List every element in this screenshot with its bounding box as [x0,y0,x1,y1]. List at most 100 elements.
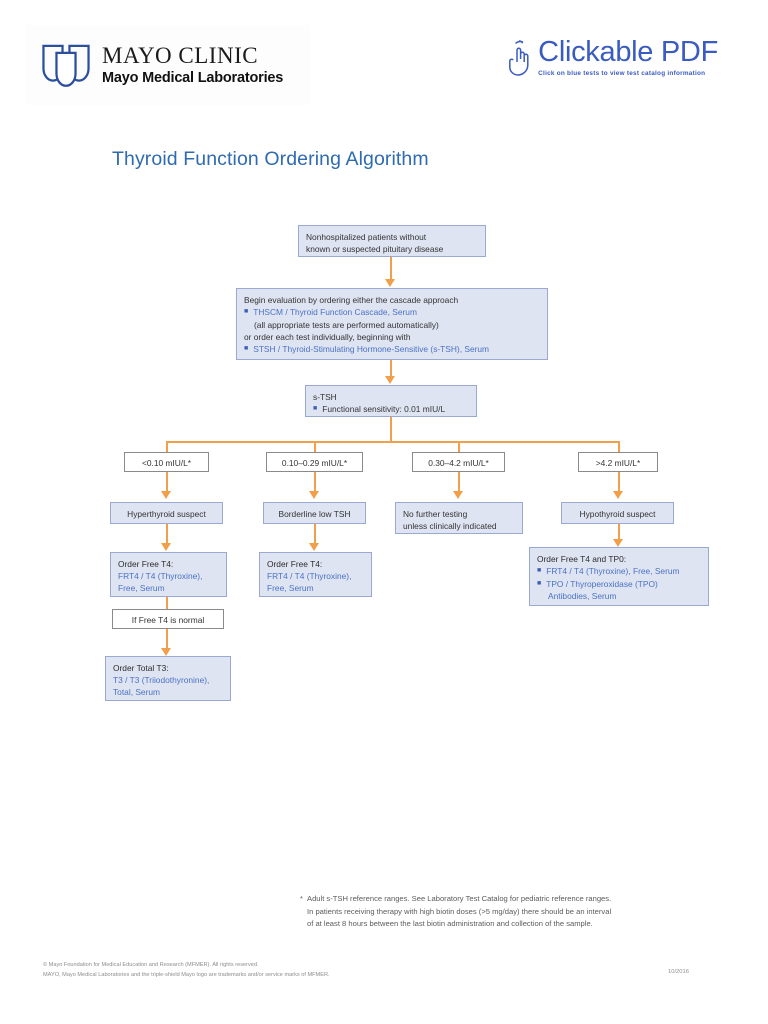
order-right-test-1-item[interactable]: ■ FRT4 / T4 (Thyroxine), Free, Serum [537,565,701,578]
range-box-1: <0.10 mIU/L* [124,452,209,472]
logo-title: MAYO CLINIC [102,42,259,68]
connector-branch-horizontal [166,441,620,444]
bullet-icon: ■ [244,308,249,316]
result-box-4: Hypothyroid suspect [561,502,674,524]
result-label-2: Borderline low TSH [278,509,351,519]
range-label-4: >4.2 mIU/L* [595,458,641,468]
copyright-line-1: © Mayo Foundation for Medical Education … [43,962,259,968]
order-right-test-2-line-2[interactable]: Antibodies, Serum [548,591,617,602]
result-label-3-line-1: No further testing [403,509,468,519]
page-title: Thyroid Function Ordering Algorithm [112,148,429,170]
mayo-triple-shield-icon [40,42,92,88]
connector-condition-to-total-t3 [166,629,169,651]
arrow-range1-to-result1 [161,491,171,499]
result-box-3: No further testing unless clinically ind… [395,502,523,534]
footnote-line-1: Adult s-TSH reference ranges. See Labora… [307,894,612,903]
range-box-3: 0.30–4.2 mIU/L* [412,452,505,472]
total-t3-test-line-1[interactable]: T3 / T3 (Triiodothyronine), [113,675,210,686]
order-middle-test-line-1[interactable]: FRT4 / T4 (Thyroxine), [267,571,352,582]
pointing-hand-click-icon [506,38,532,78]
result-label-4: Hypothyroid suspect [579,509,656,519]
total-t3-box: Order Total T3: T3 / T3 (Triiodothyronin… [105,656,231,701]
order-right-test-2-item[interactable]: ■ TPO / Thyroperoxidase (TPO) [537,578,701,591]
evaluation-test-2-item[interactable]: ■ STSH / Thyroid-Stimulating Hormone-Sen… [244,343,540,356]
date-stamp: 10/2016 [668,969,689,975]
range-label-2: 0.10–0.29 mIU/L* [281,458,348,468]
stsh-title: s-TSH [313,392,337,402]
total-t3-test-line-2[interactable]: Total, Serum [113,687,161,698]
footnote-marker: * [300,894,303,903]
connector-eval-to-stsh [390,360,393,380]
connector-result2-to-order2 [314,524,317,546]
start-box: Nonhospitalized patients without known o… [298,225,486,257]
stsh-sensitivity-item: ■ Functional sensitivity: 0.01 mIU/L [313,403,469,416]
evaluation-test-2-link[interactable]: STSH / Thyroid-Stimulating Hormone-Sensi… [253,344,490,355]
connector-range4-to-result4 [618,472,621,494]
condition-box: If Free T4 is normal [112,609,224,629]
bullet-icon: ■ [313,405,318,413]
order-box-left: Order Free T4: FRT4 / T4 (Thyroxine), Fr… [110,552,227,597]
clickable-pdf-badge: Clickable PDF Click on blue tests to vie… [506,38,718,78]
evaluation-test-1-item[interactable]: ■ THSCM / Thyroid Function Cascade, Seru… [244,306,540,319]
connector-range1-to-result1 [166,472,169,494]
logo-subtitle: Mayo Medical Laboratories [102,69,284,86]
connector-branch-drop-4 [618,441,621,452]
connector-range3-to-result3 [458,472,461,494]
start-line-2: known or suspected pituitary disease [306,244,444,255]
stsh-sensitivity: Functional sensitivity: 0.01 mIU/L [322,404,446,415]
arrow-eval-to-stsh [385,376,395,384]
connector-stsh-down [390,417,393,441]
order-left-test-line-1[interactable]: FRT4 / T4 (Thyroxine), [118,571,203,582]
connector-result4-to-order3 [618,524,621,542]
connector-branch-drop-1 [166,441,169,452]
order-right-test-2-link[interactable]: TPO / Thyroperoxidase (TPO) [546,578,658,589]
bullet-icon: ■ [244,345,249,353]
copyright-notice: © Mayo Foundation for Medical Education … [43,960,330,980]
start-line-1: Nonhospitalized patients without [306,232,427,242]
order-middle-title: Order Free T4: [267,559,323,569]
evaluation-middle: or order each test individually, beginni… [244,331,411,342]
connector-start-to-eval [390,257,393,283]
clickable-pdf-subtitle: Click on blue tests to view test catalog… [538,70,706,77]
order-left-test-line-2[interactable]: Free, Serum [118,583,165,594]
arrow-result1-to-order1 [161,543,171,551]
evaluation-intro: Begin evaluation by ordering either the … [244,295,459,305]
connector-branch-drop-2 [314,441,317,452]
connector-branch-drop-3 [458,441,461,452]
order-right-title: Order Free T4 and TP0: [537,554,627,564]
order-left-title: Order Free T4: [118,559,174,569]
arrow-condition-to-total-t3 [161,648,171,656]
connector-result1-to-order1 [166,524,169,546]
evaluation-box: Begin evaluation by ordering either the … [236,288,548,360]
bullet-icon: ■ [537,579,542,587]
order-middle-test-line-2[interactable]: Free, Serum [267,583,314,594]
range-box-2: 0.10–0.29 mIU/L* [266,452,363,472]
total-t3-title: Order Total T3: [113,663,169,673]
arrow-range3-to-result3 [453,491,463,499]
bullet-icon: ■ [537,567,542,575]
connector-range2-to-result2 [314,472,317,494]
result-label-1: Hyperthyroid suspect [127,509,206,519]
range-label-3: 0.30–4.2 mIU/L* [428,458,489,468]
order-right-test-1-link[interactable]: FRT4 / T4 (Thyroxine), Free, Serum [546,566,680,577]
condition-label: If Free T4 is normal [131,615,205,625]
arrow-range2-to-result2 [309,491,319,499]
range-label-1: <0.10 mIU/L* [141,458,192,468]
connector-order1-to-condition [166,597,169,609]
footnote: * Adult s-TSH reference ranges. See Labo… [300,893,720,931]
copyright-line-2: MAYO, Mayo Medical Laboratories and the … [43,972,330,979]
range-box-4: >4.2 mIU/L* [578,452,658,472]
clickable-pdf-title: Clickable PDF [538,36,718,68]
result-box-1: Hyperthyroid suspect [110,502,223,524]
result-box-2: Borderline low TSH [263,502,366,524]
mayo-logo: MAYO CLINIC Mayo Medical Laboratories [25,25,310,105]
footnote-line-2: In patients receiving therapy with high … [307,906,612,916]
result-label-3-line-2: unless clinically indicated [403,521,497,532]
order-box-right: Order Free T4 and TP0: ■ FRT4 / T4 (Thyr… [529,547,709,606]
arrow-result2-to-order2 [309,543,319,551]
arrow-result4-to-order3 [613,539,623,547]
evaluation-note: (all appropriate tests are performed aut… [254,319,439,330]
arrow-range4-to-result4 [613,491,623,499]
evaluation-test-1-link[interactable]: THSCM / Thyroid Function Cascade, Serum [253,307,417,318]
